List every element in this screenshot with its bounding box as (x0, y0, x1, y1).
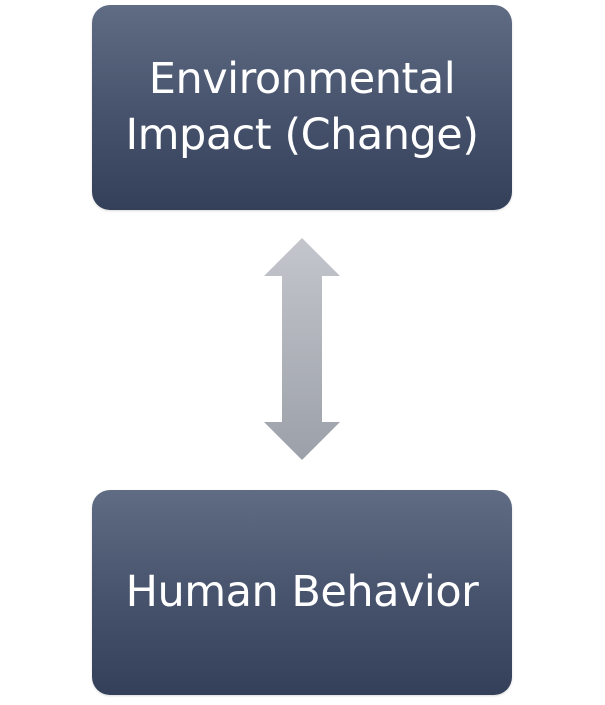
environmental-impact-label: Environmental Impact (Change) (125, 52, 479, 162)
environmental-impact-box: Environmental Impact (Change) (92, 5, 512, 210)
human-behavior-box: Human Behavior (92, 490, 512, 695)
environmental-impact-line2: Impact (Change) (125, 109, 479, 160)
arrow-shape (264, 238, 340, 460)
human-behavior-label: Human Behavior (125, 566, 479, 617)
double-headed-arrow-icon (264, 238, 340, 460)
environmental-impact-line1: Environmental (148, 54, 456, 105)
